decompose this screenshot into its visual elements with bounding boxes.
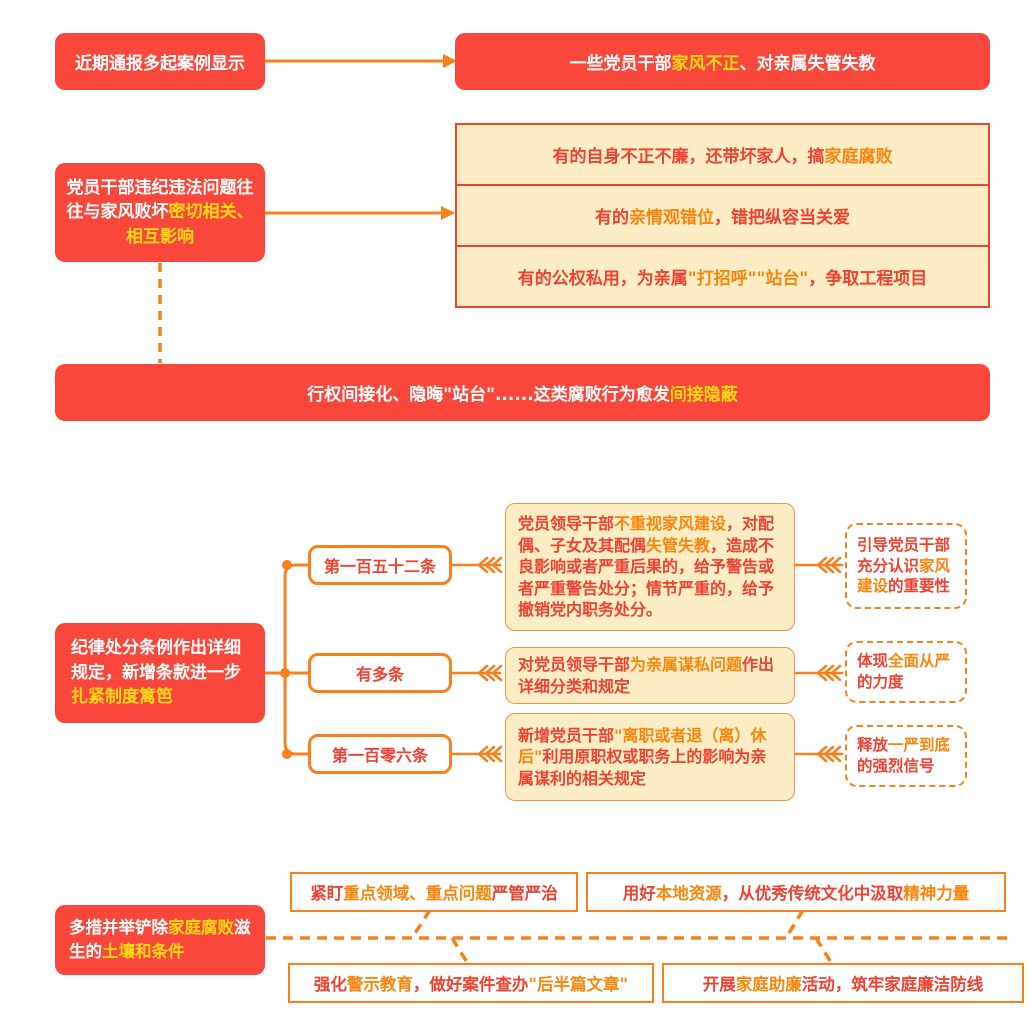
note-strong-signal: 释放一严到底的强烈信号	[845, 725, 967, 787]
note-strictness: 体现全面从严的力度	[845, 641, 967, 703]
bad-family-style-box: 一些党员干部家风不正、对亲属失管失教	[455, 33, 990, 90]
note-family-style-importance: 引导党员干部充分认识家风建设的重要性	[845, 523, 967, 609]
measure-local-resources: 用好本地资源，从优秀传统文化中汲取精神力量	[586, 872, 1006, 912]
violation-related-box: 党员干部违纪违法问题往往与家风败坏密切相关、相互影响	[55, 163, 265, 262]
article-106-node: 第一百零六条	[308, 734, 452, 774]
measures-dashed-spine	[266, 909, 1012, 965]
example-row-1: 有的自身不正不廉，还带坏家人，搞家庭腐败	[552, 147, 893, 167]
measure-warning-education: 强化警示教育，做好案件查办"后半篇文章"	[288, 963, 654, 1003]
article-106-detail: 新增党员干部"离职或者退（离）休后"利用原职权或职务上的影响为亲属谋利的相关规定	[505, 713, 795, 801]
case-display-box: 近期通报多起案例显示	[55, 33, 265, 90]
example-row-3: 有的公权私用，为亲属"打招呼""站台"，争取工程项目	[457, 245, 988, 306]
arrow-case-display	[265, 54, 457, 68]
hidden-corruption-banner: 行权间接化、隐晦"站台"......这类腐败行为愈发间接隐蔽	[55, 364, 990, 421]
multiple-articles-node: 有多条	[308, 653, 452, 693]
branch-dots	[280, 560, 292, 759]
measure-key-areas: 紧盯重点领域、重点问题严管严治	[290, 872, 578, 912]
article-152-node: 第一百五十二条	[308, 545, 452, 585]
examples-table: 有的自身不正不廉，还带坏家人，搞家庭腐败 有的亲情观错位，错把纵容当关爱 有的公…	[455, 123, 990, 308]
article-152-detail: 党员领导干部不重视家风建设，对配偶、子女及其配偶失管失教，造成不良影响或者严重后…	[505, 503, 795, 631]
discipline-regulation-box: 纪律处分条例作出详细规定，新增条款进一步扎紧制度篱笆	[55, 623, 265, 723]
arrow-problem-examples	[262, 206, 455, 220]
measures-box: 多措并举铲除家庭腐败滋生的土壤和条件	[55, 905, 265, 975]
example-row-2: 有的亲情观错位，错把纵容当关爱	[457, 184, 988, 245]
multiple-articles-detail: 对党员领导干部为亲属谋私问题作出详细分类和规定	[505, 647, 795, 704]
fletched-stubs	[450, 556, 844, 763]
measure-family-integrity: 开展家庭助廉活动，筑牢家庭廉洁防线	[662, 963, 1024, 1003]
branch-bracket	[265, 563, 308, 756]
